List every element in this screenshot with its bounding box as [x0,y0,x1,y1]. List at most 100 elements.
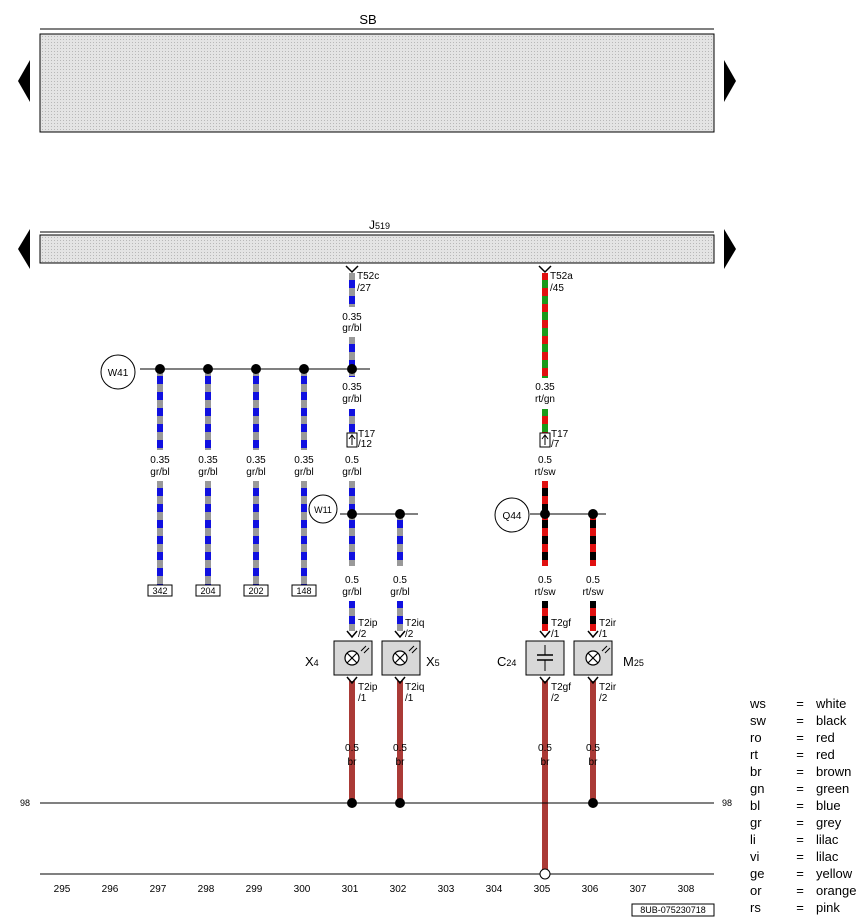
splice-q44: Q44 [494,497,606,533]
reference-number: 204 [200,586,215,596]
svg-text:T2ir: T2ir [599,618,617,629]
column-numbers: 295 296 297 298 299 300 301 302 303 304 … [54,884,695,895]
column-number: 302 [390,884,407,895]
column-number: 304 [486,884,503,895]
svg-text:T52a: T52a [550,271,573,282]
svg-text:T2gf: T2gf [551,618,571,629]
pin-arrow-icon [587,676,599,685]
wire-color-legend: ws=white sw=black ro=red rt=red br=brown… [750,695,856,916]
sb-bar-label: SB [359,12,376,27]
wire-label: 0.5 [586,743,600,754]
wire-label: 0.5 [586,575,600,586]
svg-text:T52c: T52c [357,271,379,282]
wire-column-305 [542,273,548,871]
wire-label: 0.5 [538,743,552,754]
connector-t52a: T52a /45 [538,265,573,294]
wire-label: gr/bl [342,467,361,478]
connector-t17-305: T17 /7 [539,429,569,450]
ground-label-left: 98 [20,798,30,808]
wire-label: 0.35 [535,382,555,393]
bottom-rail [40,868,714,880]
column-number: 299 [246,884,263,895]
svg-text:/1: /1 [551,629,560,640]
reference-number: 148 [296,586,311,596]
legend-row: ro=red [750,730,835,745]
column-number: 297 [150,884,167,895]
wire-label: gr/bl [342,587,361,598]
splice-w41: W41 [100,354,370,390]
svg-text:T2ip: T2ip [358,618,378,629]
svg-text:/7: /7 [551,439,560,450]
column-number: 307 [630,884,647,895]
legend-row: gn=green [750,781,850,796]
legend-row: bl=blue [750,798,841,813]
legend-row: br=brown [750,764,852,779]
pin-arrow-icon [394,630,406,639]
wire-label: 0.5 [393,743,407,754]
wire-label: 0.5 [345,455,359,466]
component-label: C24 [497,654,516,669]
pin-arrow-icon [346,676,358,685]
arrow-left-icon [18,60,30,102]
svg-text:T2ip: T2ip [358,682,378,693]
connector-t52c: T52c /27 [345,265,379,294]
wire-label: gr/bl [150,467,169,478]
j519-bar-label: J519 [369,218,390,232]
wire-label: 0.5 [538,455,552,466]
legend-row: sw=black [750,713,847,728]
capacitor-icon [537,645,553,671]
svg-text:/2: /2 [358,629,367,640]
column-number: 300 [294,884,311,895]
wire-label: br [541,757,551,768]
connector-arrow-icon [348,434,356,445]
wire-label: 0.5 [538,575,552,586]
ground-point [539,868,551,880]
column-number: 306 [582,884,599,895]
legend-row: vi=lilac [750,849,839,864]
footer-code-box: 8UB-075230718 [631,903,715,917]
wire-label: rt/sw [582,587,604,598]
reference-number: 342 [152,586,167,596]
legend-row: ws=white [750,696,847,711]
wire-column-306 [590,514,596,801]
sb-bus-bar: SB [18,12,736,133]
svg-text:/27: /27 [357,283,371,294]
arrow-left-icon [18,229,30,269]
splice-label: Q44 [503,511,522,522]
reference-number: 202 [248,586,263,596]
wire-label: 0.5 [345,575,359,586]
legend-row: li=lilac [750,832,839,847]
wire-label: br [589,757,599,768]
wire-label: 0.5 [345,743,359,754]
column-number: 295 [54,884,71,895]
svg-text:/2: /2 [405,629,414,640]
column-number: 303 [438,884,455,895]
wire-label: rt/sw [534,467,556,478]
svg-text:/2: /2 [551,693,560,704]
splice-label: W41 [108,368,129,379]
pin-arrow-icon [539,676,551,685]
wire-label: gr/bl [294,467,313,478]
pin-arrow-icon [538,265,552,274]
svg-text:/45: /45 [550,283,564,294]
svg-text:T2iq: T2iq [405,682,424,693]
column-number: 301 [342,884,359,895]
wire-label: gr/bl [246,467,265,478]
component-c24-capacitor: T2gf /1 T2gf /2 C24 [497,618,571,704]
wire-label: gr/bl [390,587,409,598]
component-x4-lamp: T2ip /2 T2ip /1 X4 [305,618,378,704]
component-m25-lamp: T2ir /1 T2ir /2 M25 [573,618,644,704]
legend-row: rs=pink [750,900,840,915]
wire-label: rt/sw [534,587,556,598]
wire-label: gr/bl [198,467,217,478]
wire-label: 0.35 [342,382,362,393]
wire-label: 0.35 [150,455,170,466]
svg-text:T17: T17 [551,429,569,440]
component-label: X5 [426,654,440,669]
wire-labels: 0.35 gr/bl 0.35 gr/bl 0.35 rt/gn 0.5 gr/… [150,312,604,768]
pin-arrow-icon [539,630,551,639]
legend-row: gr=grey [750,815,842,830]
wire-label: 0.5 [393,575,407,586]
legend-row: rt=red [750,747,835,762]
w41-branch-wires [157,372,307,585]
